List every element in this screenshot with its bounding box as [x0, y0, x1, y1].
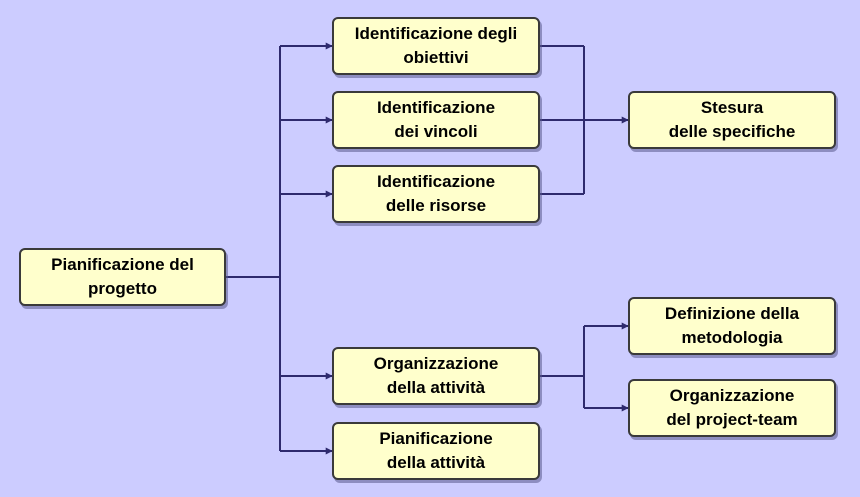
- node-identificazione-vincoli: Identificazione dei vincoli: [332, 91, 540, 149]
- node-pianificazione-attivita: Pianificazione della attività: [332, 422, 540, 480]
- node-label-line1: Organizzazione: [373, 354, 499, 373]
- node-label-line1: Stesura: [700, 98, 764, 117]
- node-label-line2: progetto: [88, 279, 157, 298]
- node-identificazione-risorse: Identificazione delle risorse: [332, 165, 540, 223]
- node-label-line1: Identificazione degli: [354, 24, 518, 43]
- node-label-line2: della attività: [386, 453, 486, 472]
- node-label-line1: Pianificazione del: [51, 255, 194, 274]
- node-label-line2: delle specifiche: [668, 122, 796, 141]
- node-label-line2: dei vincoli: [394, 122, 478, 141]
- node-label-line2: metodologia: [681, 328, 783, 347]
- node-label-line2: delle risorse: [385, 196, 487, 215]
- node-identificazione-obiettivi: Identificazione degli obiettivi: [332, 17, 540, 75]
- node-stesura-specifiche: Stesura delle specifiche: [628, 91, 836, 149]
- node-label-line1: Pianificazione: [379, 429, 493, 448]
- node-label-line2: della attività: [386, 378, 486, 397]
- node-label-line1: Organizzazione: [669, 386, 795, 405]
- node-definizione-metodologia: Definizione della metodologia: [628, 297, 836, 355]
- node-organizzazione-project-team: Organizzazione del project-team: [628, 379, 836, 437]
- node-label-line1: Definizione della: [664, 304, 800, 323]
- node-label-line1: Identificazione: [376, 172, 496, 191]
- node-label-line2: obiettivi: [403, 48, 469, 67]
- node-pianificazione-progetto: Pianificazione del progetto: [19, 248, 226, 306]
- node-label-line1: Identificazione: [376, 98, 496, 117]
- node-organizzazione-attivita: Organizzazione della attività: [332, 347, 540, 405]
- node-label-line2: del project-team: [666, 410, 798, 429]
